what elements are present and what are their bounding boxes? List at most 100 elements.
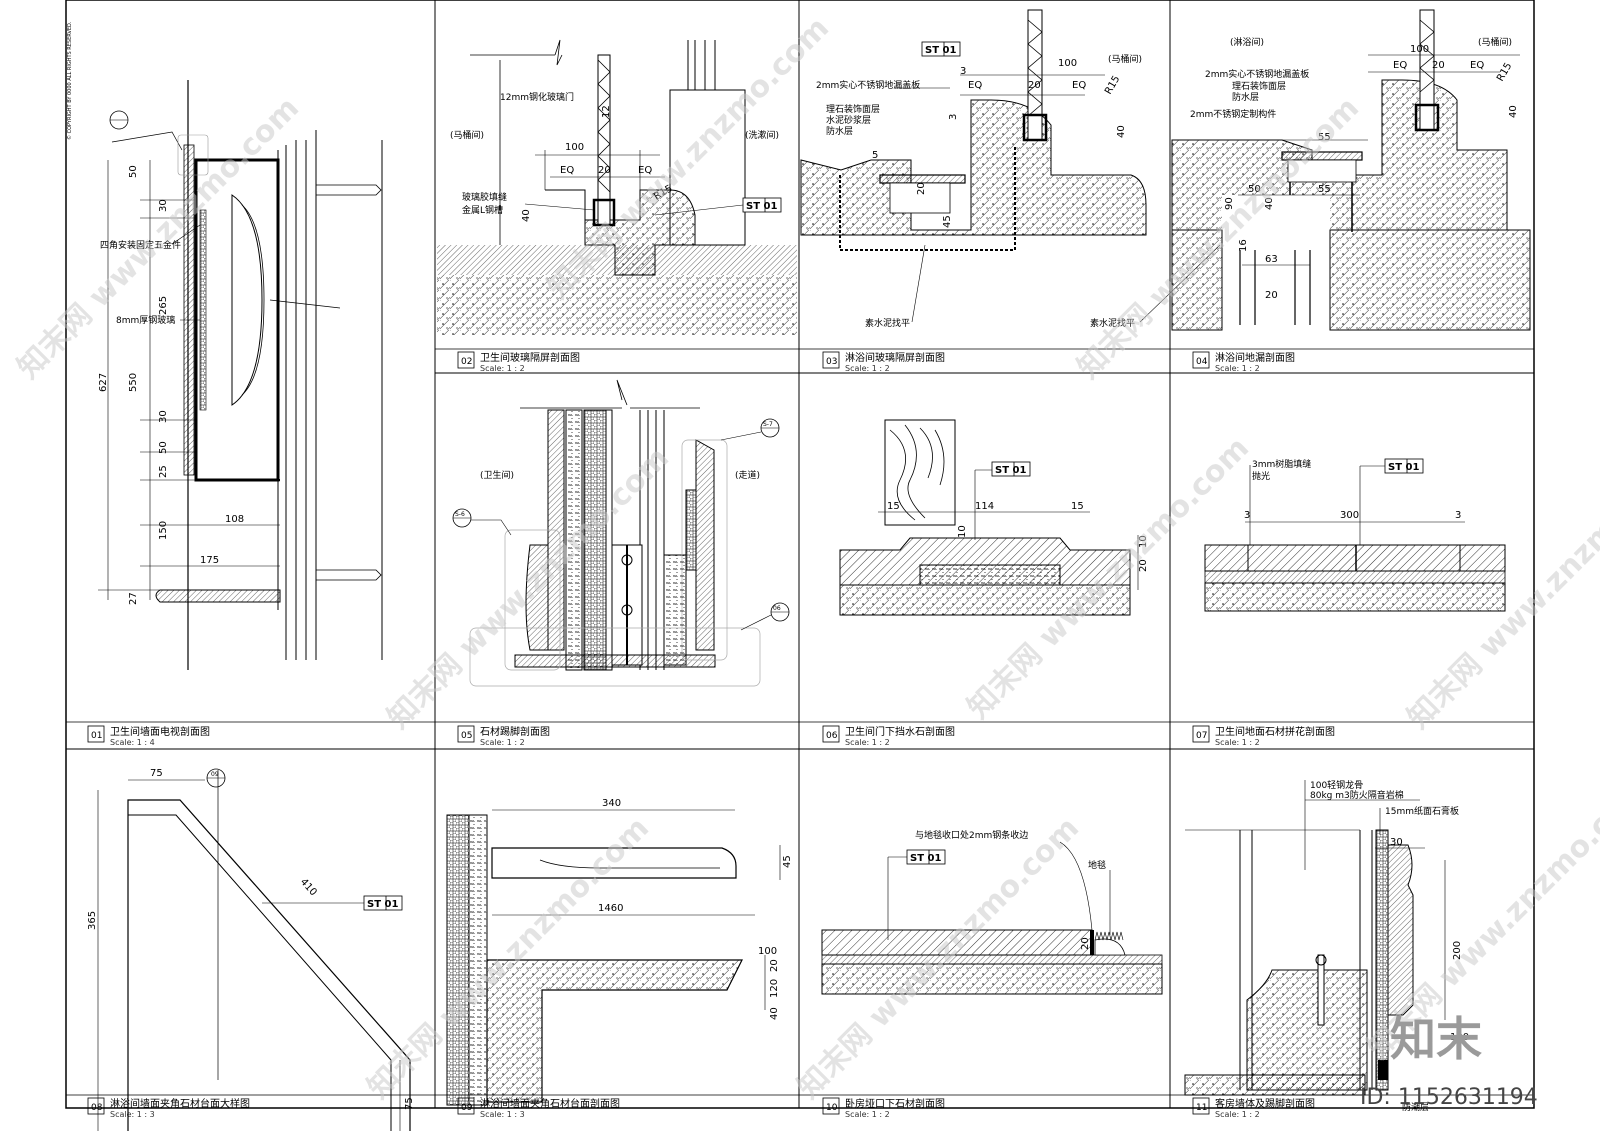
dim-p02-6: 40 (521, 209, 532, 222)
panel-06-scale: Scale: 1 : 2 (845, 738, 890, 747)
dim-p06-0: 15 (887, 501, 900, 512)
ann-p04-6: 素水泥找平 (1090, 317, 1135, 329)
ann-p02-4: 金属L钢槽 (462, 204, 503, 216)
id-label: ID: 1152631194 (1360, 1085, 1538, 1110)
panel-04-number: 04 (1196, 357, 1208, 367)
dim-p08-2: 365 (87, 911, 98, 930)
dim-p04-5: 40 (1508, 105, 1519, 118)
dim-p01-4: 550 (128, 373, 139, 392)
dim-p03-4: 100 (1058, 58, 1077, 69)
ann-p03-2: 理石装饰面层 (826, 103, 880, 115)
panel-01-number: 01 (91, 731, 102, 741)
dim-p08-1: 410 (298, 877, 319, 899)
panel-10-scale: Scale: 1 : 2 (845, 1110, 890, 1119)
dim-p02-0: 12 (601, 105, 612, 118)
panel-08-title: 淋浴间墙面夹角石材台面大样图 (110, 1097, 250, 1110)
ann-p05-1: (走道) (735, 469, 760, 481)
panel-04-title: 淋浴间地漏剖面图 (1215, 351, 1295, 364)
panel-11-title: 客房墙体及踢脚剖面图 (1215, 1097, 1315, 1110)
ann-p04-0: (淋浴间) (1230, 36, 1264, 48)
panel-08-drawing: 75 410 365 75 365 ST 01 09 (87, 768, 415, 1131)
dim-p09-6: 40 (769, 1007, 780, 1020)
tag-st01-p06: ST 01 (995, 465, 1026, 476)
dim-p01-1: 30 (158, 199, 169, 212)
dim-p01-9: 108 (225, 514, 244, 525)
panel-02-title: 卫生间玻璃隔屏剖面图 (480, 351, 580, 364)
dim-p11-1: 200 (1452, 941, 1463, 960)
dim-p09-3: 100 (758, 946, 777, 957)
dim-p06-2: 15 (1071, 501, 1084, 512)
ref-p05-1: S-6 (455, 511, 465, 518)
panel-05-drawing: (卫生间) (走道) S-7 S-6 06 (452, 379, 790, 687)
dim-p06-3: 10 (957, 525, 968, 538)
ann-p01-0: 四角安装固定五金件 (100, 239, 181, 251)
dim-p01-5: 30 (158, 410, 169, 423)
dim-p09-0: 340 (602, 798, 621, 809)
ann-p02-1: (马桶间) (450, 129, 484, 141)
panel-07-drawing: ST 01 3mm树脂填缝 抛光 3 300 3 (1204, 458, 1506, 612)
panel-02-drawing: 12mm钢化玻璃门 (马桶间) (洗漱间) 玻璃胶填缝 金属L钢槽 12 100… (437, 39, 797, 335)
ref-p05-0: S-7 (763, 421, 773, 428)
panel-02-number: 02 (461, 357, 472, 367)
ann-p02-2: (洗漱间) (745, 129, 779, 141)
dim-p01-6: 50 (158, 441, 169, 454)
dim-p04-10: 40 (1264, 197, 1275, 210)
panel-09-number: 09 (461, 1103, 473, 1113)
ann-p10-0: 与地毯收口处2mm钢条收边 (915, 829, 1028, 841)
dim-p03-2: 20 (1028, 80, 1041, 91)
ann-p03-3: 水泥砂浆层 (826, 114, 871, 126)
dim-p09-1: 45 (782, 855, 793, 868)
ann-p05-0: (卫生间) (480, 469, 514, 481)
dim-p04-2: 20 (1432, 60, 1445, 71)
ann-p03-1: 2mm实心不锈钢地漏盖板 (816, 79, 920, 91)
dim-p03-5: R15 (1103, 74, 1122, 97)
ann-p03-5: 素水泥找平 (865, 317, 910, 329)
dim-p04-3: EQ (1470, 60, 1484, 71)
dim-p04-4: R15 (1495, 61, 1514, 84)
panel-07-number: 07 (1196, 731, 1207, 741)
panel-03-drawing: (马桶间) 2mm实心不锈钢地漏盖板 理石装饰面层 水泥砂浆层 防水层 素水泥找… (800, 9, 1147, 329)
ann-p01-1: 8mm厚钢玻璃 (116, 314, 175, 326)
panel-10-drawing: ST 01 与地毯收口处2mm钢条收边 地毯 20 (821, 829, 1163, 995)
tag-st01-p08: ST 01 (367, 899, 398, 910)
panel-03-number: 03 (826, 357, 837, 367)
dim-p07-2: 3 (1455, 510, 1461, 521)
panel-09-scale: Scale: 1 : 3 (480, 1110, 525, 1119)
dim-p04-7: 50 (1248, 184, 1261, 195)
dim-p06-4: 20 (1138, 559, 1149, 572)
dim-p08-0: 75 (150, 768, 163, 779)
panel-08-scale: Scale: 1 : 3 (110, 1110, 155, 1119)
ann-p03-0: (马桶间) (1108, 53, 1142, 65)
dim-p03-9: 20 (916, 182, 927, 195)
dim-p07-0: 3 (1244, 510, 1250, 521)
znzmo-logo: 知末 (1390, 1012, 1482, 1066)
dim-p02-1: 100 (565, 142, 584, 153)
panel-01-drawing: 50 30 265 627 550 30 50 25 150 108 175 2… (98, 80, 383, 670)
dim-p04-11: 16 (1238, 239, 1249, 252)
dim-p03-0: 3 (960, 66, 966, 77)
panel-03-scale: Scale: 1 : 2 (845, 364, 890, 373)
dim-p01-0: 50 (128, 165, 139, 178)
panel-11-scale: Scale: 1 : 2 (1215, 1110, 1260, 1119)
panel-08-number: 08 (91, 1103, 103, 1113)
dim-p06-1: 114 (975, 501, 994, 512)
dim-p04-9: 90 (1224, 197, 1235, 210)
dim-p01-7: 25 (158, 465, 169, 478)
tag-st01-p02: ST 01 (746, 201, 777, 212)
dim-p02-2: EQ (560, 165, 574, 176)
copyright-note: © COPYRIGHT BY 0000 ALL RIGHTS RESERVED. (66, 21, 73, 140)
dim-p07-1: 300 (1340, 510, 1359, 521)
dim-p09-5: 120 (769, 979, 780, 998)
panel-11-number: 11 (1196, 1103, 1207, 1113)
ann-p10-1: 地毯 (1088, 859, 1106, 871)
dim-p04-1: EQ (1393, 60, 1407, 71)
panel-05-title: 石材踢脚剖面图 (480, 725, 550, 738)
dim-p03-6: 40 (1116, 125, 1127, 138)
ann-p04-5: 2mm不锈钢定制构件 (1190, 108, 1276, 120)
dim-p10-0: 20 (1080, 937, 1091, 950)
panel-07-title: 卫生间地面石材拼花剖面图 (1215, 725, 1335, 738)
ann-p11-2: 15mm纸面石膏板 (1385, 805, 1459, 817)
tag-st01-p03: ST 01 (925, 45, 956, 56)
dim-p01-10: 175 (200, 555, 219, 566)
